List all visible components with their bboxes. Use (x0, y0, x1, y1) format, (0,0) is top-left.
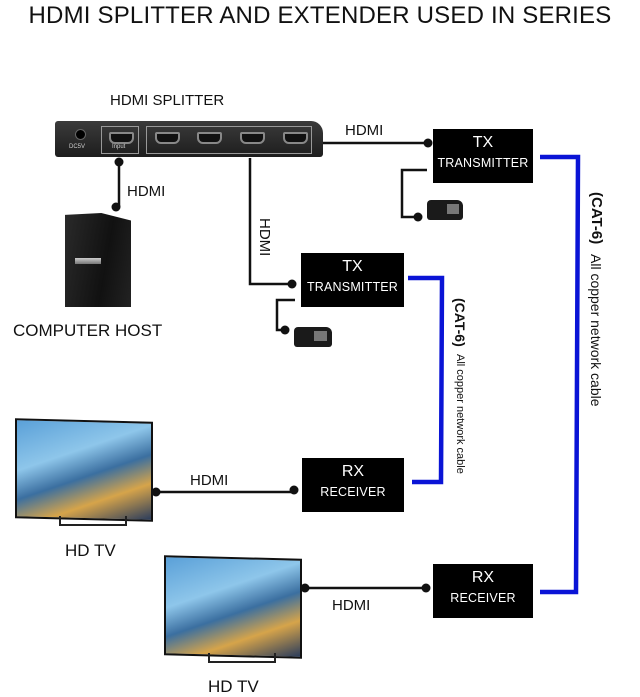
computer-badge (75, 258, 101, 264)
rx-receiver-1: RX RECEIVER (302, 458, 404, 512)
tv-2-icon (164, 555, 302, 663)
hdmi-label-splitter-tx1: HDMI (345, 122, 384, 139)
cat6-short-text: All copper network cable (454, 354, 466, 475)
computer-tower-icon (65, 213, 131, 307)
cable-plug (151, 487, 161, 497)
hdmi-label-splitter-computer: HDMI (127, 183, 166, 200)
cable-plug (289, 485, 299, 495)
power-port-label: DC5V (69, 144, 86, 150)
power-cable-tx1 (400, 168, 427, 219)
cat6-long-prefix: (CAT-6) (588, 192, 605, 245)
tv-1-label: HD TV (65, 541, 116, 560)
output-port-frame (146, 126, 312, 154)
hdmi-output-port-3 (240, 132, 265, 144)
tx2-subtitle: TRANSMITTER (306, 280, 399, 294)
adapter-label-patch (314, 331, 327, 341)
input-port-frame: Input (101, 126, 139, 154)
adapter-label-patch (447, 204, 459, 214)
cable-plug (300, 583, 310, 593)
rx1-subtitle: RECEIVER (320, 485, 386, 499)
tx-transmitter-2: TX TRANSMITTER (301, 253, 404, 307)
cat6-cable-short (408, 275, 445, 485)
tv-screen (15, 418, 153, 522)
cat6-long-text: All copper network cable (588, 253, 604, 407)
cable-plug (421, 583, 431, 593)
input-port-label: Input (112, 144, 126, 150)
cable-plug (423, 138, 433, 148)
rx-receiver-2: RX RECEIVER (433, 564, 533, 618)
power-cable-tx2 (275, 298, 295, 332)
tv-1-icon (15, 418, 153, 526)
cat6-short-prefix: (CAT-6) (452, 298, 468, 347)
hdmi-splitter: DC5V Input (55, 121, 323, 157)
cat6-cable-long (540, 154, 581, 595)
rx2-subtitle: RECEIVER (450, 591, 516, 605)
hdmi-cable-splitter-tx2 (248, 158, 293, 286)
hdmi-output-port-4 (283, 132, 308, 144)
tv-stand (208, 653, 276, 663)
hdmi-output-port-1 (155, 132, 180, 144)
cable-plug (114, 157, 124, 167)
hdmi-label-rx2-tv2: HDMI (332, 597, 371, 614)
cable-plug (413, 212, 423, 222)
computer-host-label: COMPUTER HOST (13, 321, 163, 340)
cable-plug (287, 279, 297, 289)
power-adapter-icon (294, 327, 332, 347)
cable-plug (280, 325, 290, 335)
tv-screen (164, 555, 302, 659)
tx-transmitter-1: TX TRANSMITTER (433, 129, 533, 183)
rx1-title: RX (341, 463, 365, 480)
rx2-title: RX (471, 569, 495, 586)
tv-stand (59, 516, 127, 526)
hdmi-label-splitter-tx2: HDMI (256, 218, 273, 257)
cat6-label-short: (CAT-6) All copper network cable (452, 298, 468, 474)
tx2-title: TX (342, 258, 363, 275)
cable-plug (111, 202, 121, 212)
cat6-label-long: (CAT-6) All copper network cable (587, 192, 605, 406)
splitter-label: HDMI SPLITTER (110, 92, 225, 109)
hdmi-input-port (109, 132, 134, 144)
power-adapter-icon (427, 200, 463, 220)
hdmi-label-rx1-tv1: HDMI (190, 472, 229, 489)
tx1-title: TX (472, 134, 494, 151)
diagram-title: HDMI SPLITTER AND EXTENDER USED IN SERIE… (28, 2, 612, 29)
tx1-subtitle: TRANSMITTER (437, 156, 529, 170)
power-port (75, 129, 86, 140)
tv-2-label: HD TV (208, 677, 259, 696)
hdmi-output-port-2 (197, 132, 222, 144)
